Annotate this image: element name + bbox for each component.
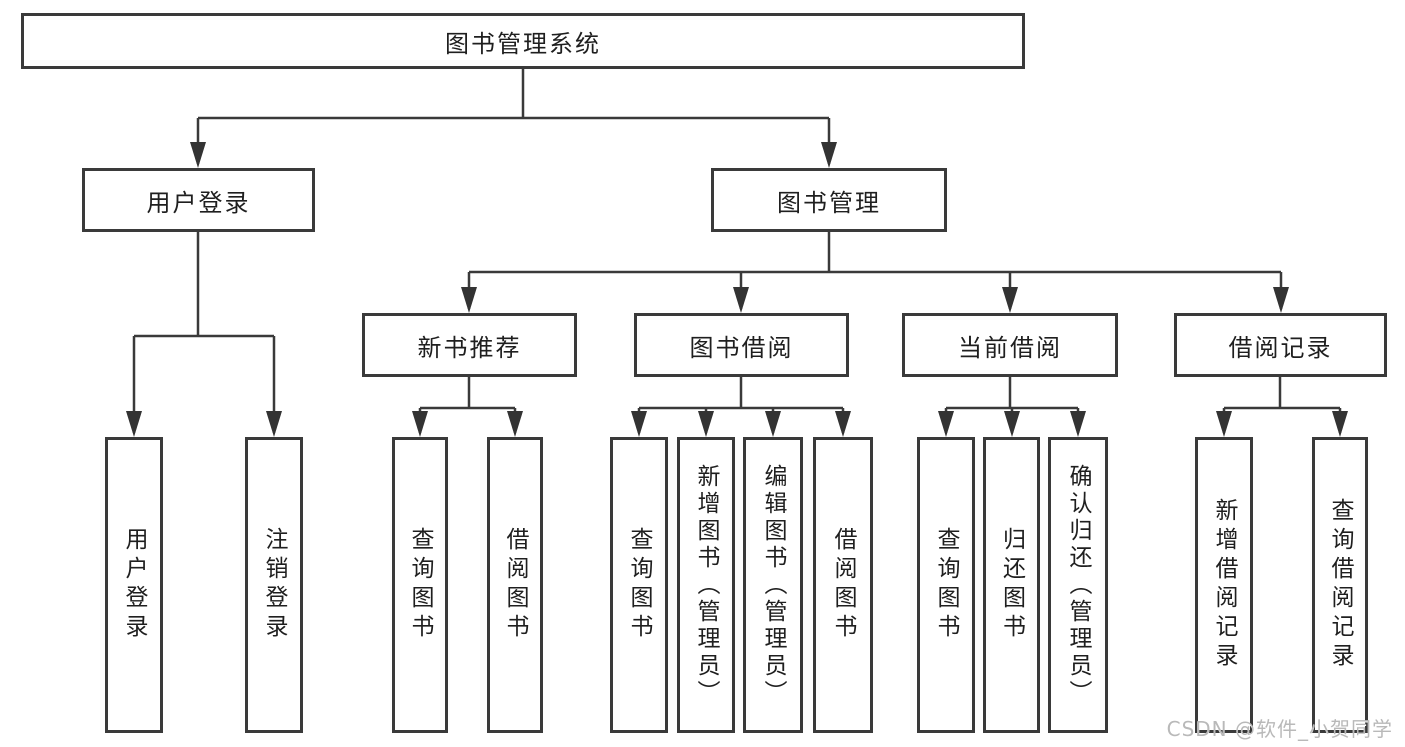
arrow-icon [938,411,954,437]
arrow-icon [1273,287,1289,313]
leaf-logout: 注销登录 [245,437,303,733]
arrow-icon [631,411,647,437]
leaf-user-login: 用户登录 [105,437,163,733]
leaf-add-borrow-record: 新增借阅记录 [1195,437,1253,733]
leaf-add-books-admin: 新增图书（管理员） [677,437,735,733]
arrow-icon [1002,287,1018,313]
arrow-icon [1216,411,1232,437]
arrow-icon [821,142,837,168]
arrow-icon [835,411,851,437]
leaf-borrow-books-recommend: 借阅图书 [487,437,543,733]
connector-new-book-recommendation [418,377,517,433]
arrow-icon [266,411,282,437]
arrow-icon [698,411,714,437]
node-borrowing-records: 借阅记录 [1174,313,1387,377]
connector-book-management [467,232,1283,309]
node-current-borrowing: 当前借阅 [902,313,1118,377]
connector-root [196,69,831,164]
arrow-icon [1004,411,1020,437]
node-book-management: 图书管理 [711,168,947,232]
leaf-borrow-books-borrowing: 借阅图书 [813,437,873,733]
arrow-icon [412,411,428,437]
leaf-query-borrow-record: 查询借阅记录 [1312,437,1368,733]
node-library-management-system: 图书管理系统 [21,13,1025,69]
node-book-borrowing: 图书借阅 [634,313,849,377]
arrowheads [126,142,1348,437]
leaf-edit-books-admin: 编辑图书（管理员） [743,437,803,733]
leaf-query-books-recommend: 查询图书 [392,437,448,733]
connector-borrowing-records [1222,377,1342,433]
csdn-watermark: CSDN @软件_小贺同学 [1166,717,1393,741]
leaf-return-books: 归还图书 [983,437,1040,733]
arrow-icon [507,411,523,437]
arrow-icon [190,142,206,168]
connector-book-borrowing [637,377,845,433]
leaf-query-books-borrowing: 查询图书 [610,437,668,733]
connector-user-login [132,232,276,433]
arrow-icon [765,411,781,437]
arrow-icon [461,287,477,313]
arrow-icon [126,411,142,437]
node-new-book-recommendation: 新书推荐 [362,313,577,377]
arrow-icon [1070,411,1086,437]
arrow-icon [733,287,749,313]
leaf-confirm-return-admin: 确认归还（管理员） [1048,437,1108,733]
leaf-query-books-current: 查询图书 [917,437,975,733]
arrow-icon [1332,411,1348,437]
node-user-login: 用户登录 [82,168,315,232]
